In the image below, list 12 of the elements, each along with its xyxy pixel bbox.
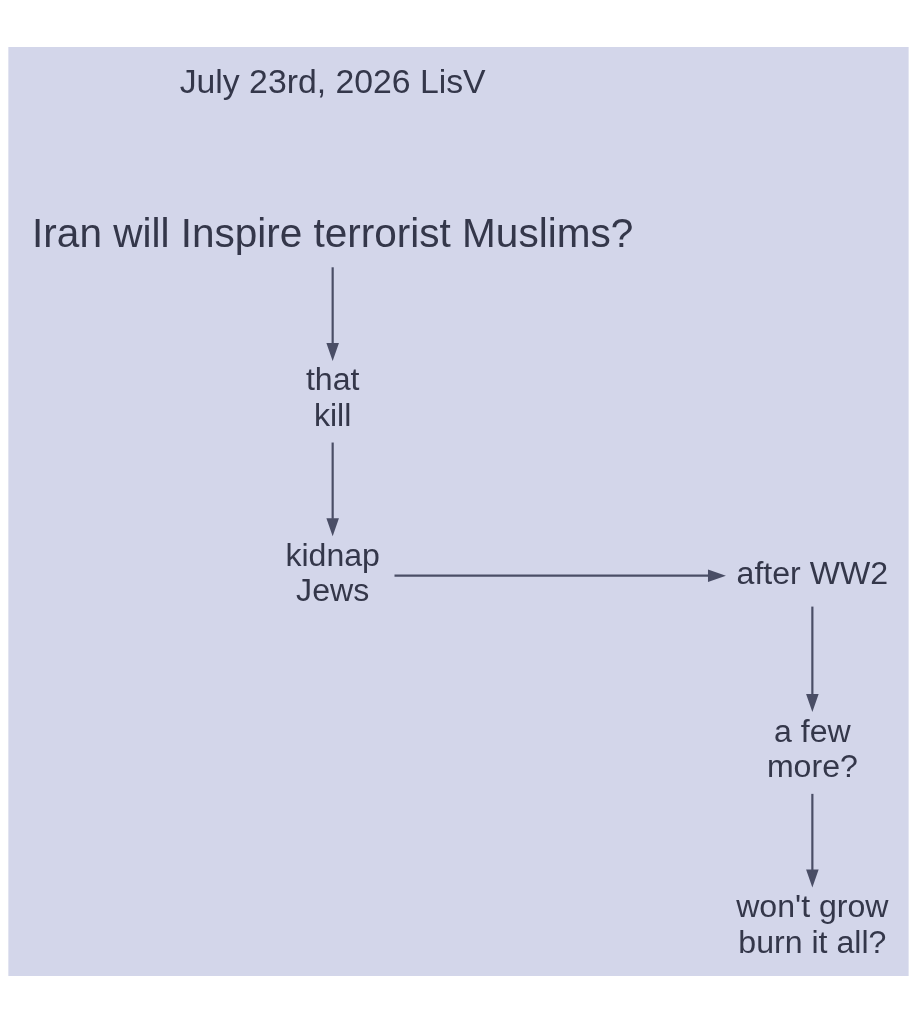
label: July 23rd, 2026 LisV (179, 61, 486, 100)
node-text: kidnap Jews (285, 536, 380, 609)
node-text: won't grow burn it all? (736, 888, 889, 960)
arrow (326, 442, 339, 537)
arrow (326, 267, 339, 361)
arrow (806, 606, 819, 712)
node-text: a few more? (766, 712, 858, 785)
node-text: that kill (305, 361, 360, 433)
node-text: Iran will Inspire terrorist Muslims? (32, 209, 634, 256)
node-text: after WW2 (736, 554, 889, 591)
arrow (394, 569, 726, 582)
arrow (806, 793, 819, 888)
